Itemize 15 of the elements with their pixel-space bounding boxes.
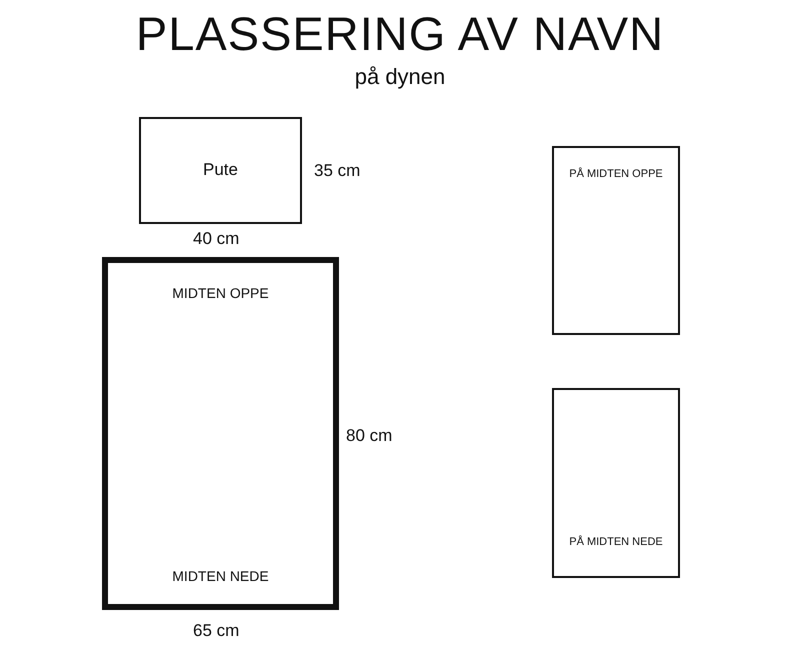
dimension-label: 40 cm: [193, 229, 240, 249]
dimension-label: 65 cm: [193, 621, 240, 641]
rectangle-outline: [552, 146, 680, 335]
rectangle-outline: [102, 257, 339, 610]
box-label: MIDTEN NEDE: [171, 568, 270, 584]
box-label: MIDTEN OPPE: [171, 285, 270, 301]
box-label: PÅ MIDTEN OPPE: [568, 168, 664, 180]
rectangle-outline: [552, 388, 680, 578]
rectangle-outline: [139, 117, 302, 224]
title: PLASSERING AV NAVN: [134, 6, 666, 61]
box-label: Pute: [202, 160, 239, 180]
dimension-label: 35 cm: [314, 161, 360, 181]
subtitle: på dynen: [354, 64, 446, 90]
dimension-label: 80 cm: [346, 426, 392, 446]
box-label: PÅ MIDTEN NEDE: [568, 536, 664, 548]
